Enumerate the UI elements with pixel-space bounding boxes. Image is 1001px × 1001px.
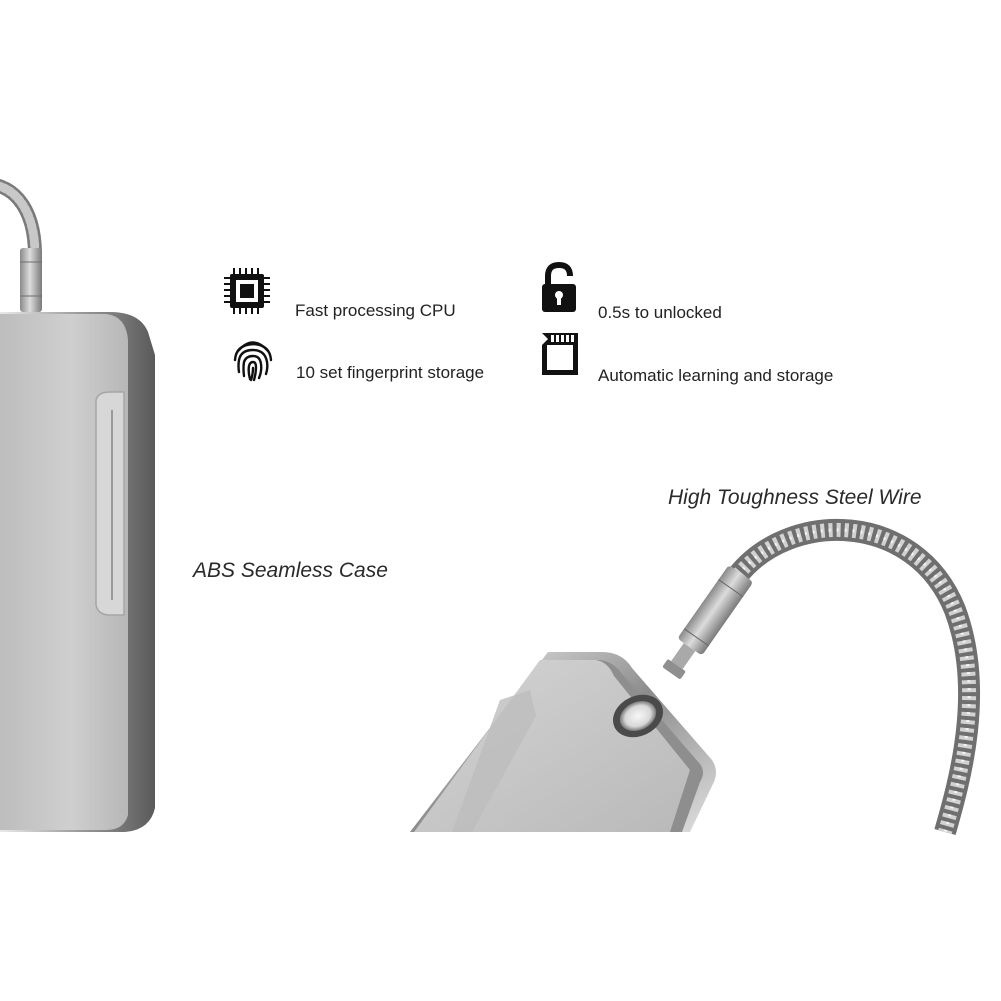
auto-learning-label: Automatic learning and storage bbox=[598, 366, 834, 385]
left-lock-body bbox=[0, 312, 155, 832]
right-lock-body bbox=[410, 652, 716, 832]
open-padlock-icon bbox=[542, 262, 576, 312]
abs-case-callout: ABS Seamless Case bbox=[193, 559, 388, 582]
fingerprint-icon bbox=[233, 341, 273, 382]
steel-wire-callout: High Toughness Steel Wire bbox=[668, 486, 922, 509]
cpu-chip-icon bbox=[224, 268, 270, 314]
sd-card-icon bbox=[542, 333, 578, 375]
fingerprint-storage-label: 10 set fingerprint storage bbox=[296, 363, 485, 382]
right-lock-wire bbox=[662, 518, 980, 836]
cpu-feature-label: Fast processing CPU bbox=[295, 301, 456, 320]
unlock-speed-label: 0.5s to unlocked bbox=[598, 303, 722, 322]
left-lock-wire bbox=[0, 179, 42, 312]
